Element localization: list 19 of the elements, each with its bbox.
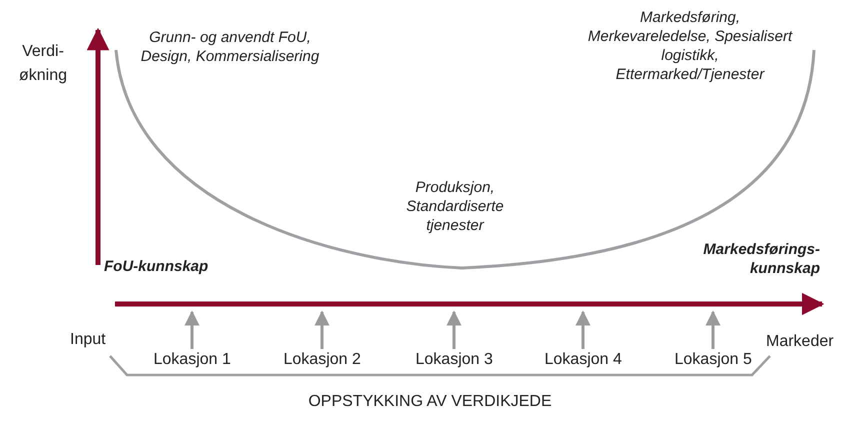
knowledge-label: Markedsførings- kunnskap bbox=[702, 240, 820, 278]
arrow bbox=[706, 310, 720, 349]
location-label: Lokasjon 3 bbox=[416, 350, 493, 370]
axis-end-label: Markeder bbox=[766, 332, 834, 352]
location-label: Lokasjon 4 bbox=[544, 350, 622, 370]
arrow bbox=[314, 310, 330, 349]
axis-label: Verdi- økning bbox=[18, 42, 68, 86]
arrow bbox=[184, 310, 200, 349]
arrow bbox=[576, 310, 590, 349]
activity-text: Markedsføring, Merkevareledelse, Spesialisert logistikk, Ettermarked/Tjenester bbox=[586, 8, 794, 84]
location-label: Lokasjon 5 bbox=[674, 350, 752, 370]
bracket-label: OPPSTYKKING AV VERDIKJEDE bbox=[307, 392, 553, 411]
axis-end-label: Input bbox=[70, 330, 106, 350]
arrow bbox=[446, 310, 462, 349]
activity-text: Grunn- og anvendt FoU, Design, Kommersialisering bbox=[140, 28, 320, 66]
activity-text: Produksjon, Standardiserte tjenester bbox=[405, 178, 505, 235]
location-label: Lokasjon 1 bbox=[154, 350, 231, 370]
knowledge-label: FoU-kunnskap bbox=[104, 257, 210, 276]
location-label: Lokasjon 2 bbox=[284, 350, 361, 370]
